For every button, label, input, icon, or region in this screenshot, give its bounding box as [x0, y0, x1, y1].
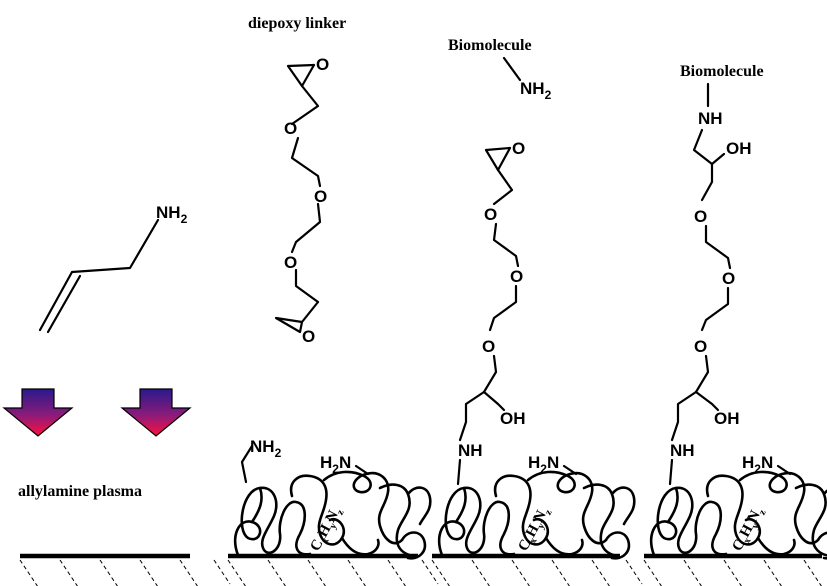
- ether-oxygen: O: [510, 267, 523, 286]
- ether-oxygen: O: [694, 337, 707, 356]
- hydroxyl-label: OH: [500, 409, 526, 428]
- amine-group-label: H2N: [742, 453, 773, 476]
- ether-oxygen: O: [482, 337, 495, 356]
- cxhynz-label: CxHyNz: [515, 504, 554, 556]
- plasma-polymer-layer: H2N CxHyNz: [643, 453, 827, 586]
- arrow-down-icon: [120, 388, 192, 437]
- cxhynz-label: CxHyNz: [729, 504, 768, 556]
- allylamine-nh2-label: NH2: [156, 203, 188, 226]
- plasma-polymer-layer: NH2 H2N CxHyNz: [227, 437, 439, 586]
- secondary-amine-label: NH: [698, 109, 723, 128]
- ether-oxygen: O: [484, 205, 497, 224]
- free-biomolecule-amine: NH2: [502, 56, 552, 102]
- ether-oxygen: O: [314, 187, 327, 206]
- epoxide-oxygen: O: [316, 55, 329, 74]
- allylamine-plasma-label: allylamine plasma: [18, 483, 142, 500]
- ether-oxygen: O: [284, 253, 297, 272]
- biomolecule-nh2-label: NH2: [520, 79, 552, 102]
- arrow-down-icon: [2, 388, 74, 437]
- bare-substrate: [19, 553, 231, 586]
- biomolecule-label: Biomolecule: [448, 37, 532, 54]
- epoxide-oxygen: O: [302, 327, 315, 346]
- immobilised-biomolecule-chain: NH OH O O O OH NH: [670, 82, 752, 460]
- diepoxy-linker-title: diepoxy linker: [248, 15, 346, 32]
- secondary-amine-label: NH: [458, 441, 483, 460]
- diepoxy-linker-molecule: O O O O O: [274, 55, 329, 346]
- ether-oxygen: O: [284, 119, 297, 138]
- hydroxyl-label: OH: [726, 139, 752, 158]
- allylamine-molecule: NH2: [38, 203, 188, 334]
- grafted-linker-molecule: O O O O OH NH: [458, 139, 526, 460]
- amine-group-label: H2N: [320, 453, 351, 476]
- epoxide-oxygen: O: [512, 139, 525, 158]
- plasma-polymer-layer: H2N CxHyNz: [431, 453, 643, 586]
- hydroxyl-label: OH: [714, 409, 740, 428]
- amine-group-label: NH2: [250, 437, 282, 460]
- secondary-amine-label: NH: [670, 441, 695, 460]
- biomolecule-label: Biomolecule: [680, 63, 764, 80]
- ether-oxygen: O: [722, 269, 735, 288]
- amine-group-label: H2N: [528, 453, 559, 476]
- cxhynz-label: CxHyNz: [307, 504, 346, 556]
- ether-oxygen: O: [694, 207, 707, 226]
